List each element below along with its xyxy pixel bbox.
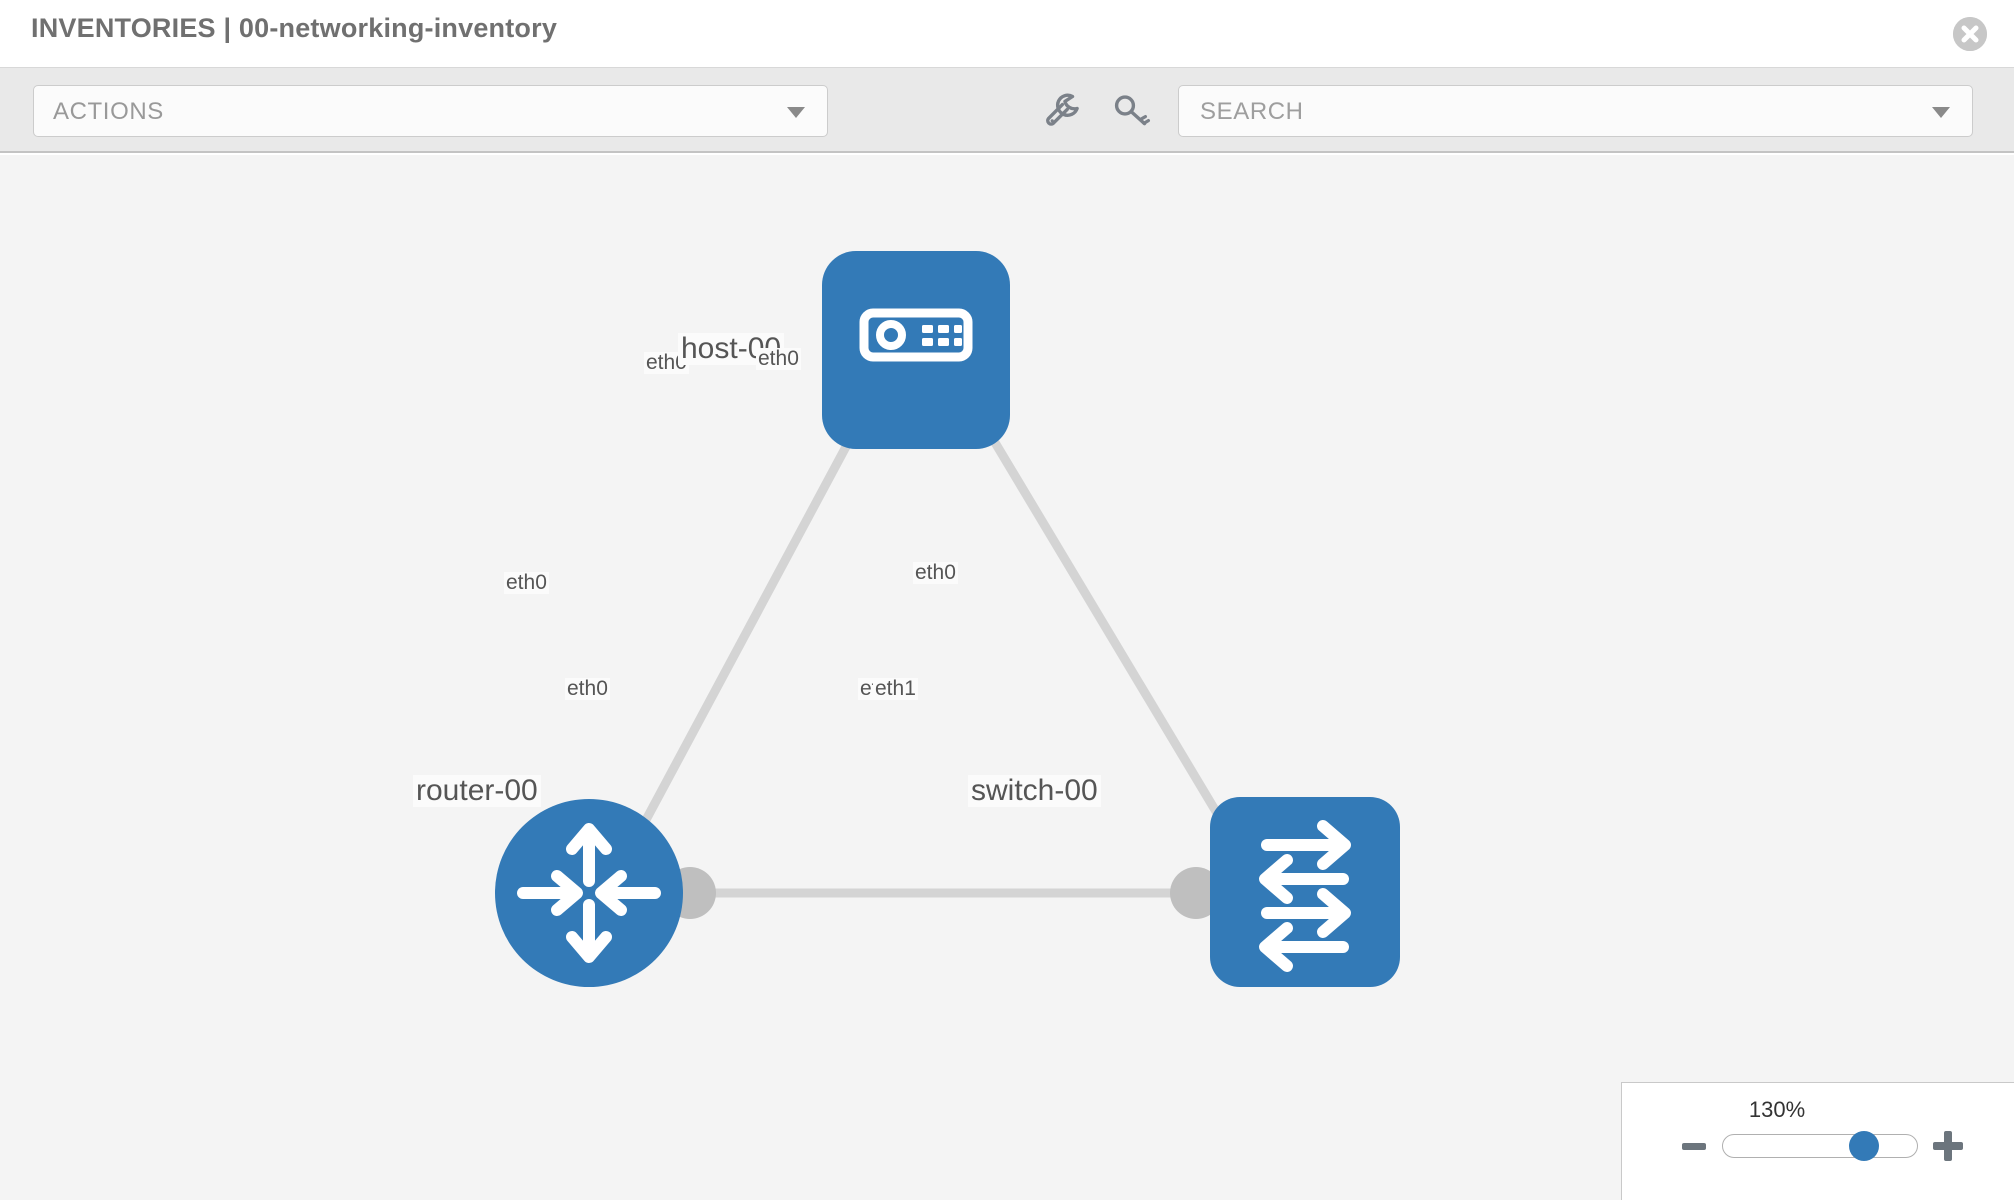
port-switch-left [1170, 867, 1222, 919]
node-switch-00 [1210, 797, 1400, 987]
node-label-switch: switch-00 [968, 775, 1101, 807]
toolbar: ACTIONS [0, 68, 2014, 153]
node-switch-shape [1210, 797, 1400, 987]
node-host-00 [822, 251, 1010, 449]
wrench-icon[interactable] [1043, 90, 1085, 132]
actions-dropdown-label: ACTIONS [53, 98, 164, 125]
zoom-slider-track[interactable] [1722, 1134, 1918, 1158]
zoom-percent-label: 130% [1748, 1097, 1806, 1122]
topology-canvas[interactable]: eth0 host-00 eth0 eth0 eth0 eth0 eth eth… [0, 155, 2014, 1200]
zoom-control-panel: 130% [1621, 1082, 2014, 1200]
zoom-in-button[interactable] [1933, 1131, 1963, 1161]
close-icon[interactable] [1953, 17, 1987, 51]
router-icon [517, 823, 661, 963]
search-input-wrapper[interactable] [1178, 85, 1973, 138]
page-title: INVENTORIES | 00-networking-inventory [31, 13, 558, 43]
node-router-shape [495, 799, 683, 987]
chevron-down-icon [787, 107, 805, 118]
port-label-switch-up: eth0 [913, 561, 958, 585]
chevron-down-icon[interactable] [1932, 107, 1950, 118]
topology-graph [495, 251, 1400, 987]
edge-host-switch [941, 356, 1252, 868]
zoom-slider-thumb[interactable] [1849, 1131, 1879, 1161]
port-label-switch-left-b: eth1 [873, 677, 918, 701]
search-input[interactable] [1198, 86, 1902, 138]
server-icon [859, 308, 973, 362]
node-label-router: router-00 [413, 775, 541, 807]
node-host-shape [822, 251, 1010, 449]
switch-icon [1259, 820, 1351, 972]
node-router-00 [495, 799, 683, 987]
zoom-out-button[interactable] [1682, 1143, 1706, 1150]
port-label-router-right: eth0 [565, 677, 610, 701]
window-header: INVENTORIES | 00-networking-inventory [0, 0, 2014, 68]
port-label-host-right: eth0 [756, 347, 801, 371]
port-label-router-up: eth0 [504, 571, 549, 595]
port-label-host-left: eth0 [644, 351, 689, 375]
actions-dropdown[interactable]: ACTIONS [33, 85, 828, 137]
key-icon[interactable] [1110, 90, 1152, 132]
